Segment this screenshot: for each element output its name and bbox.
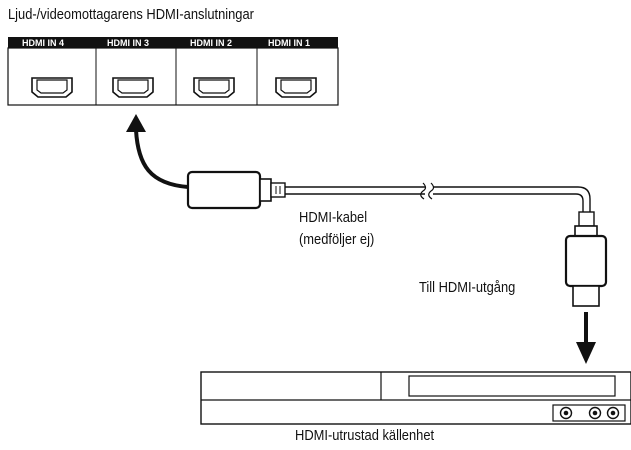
cable-plug-left	[186, 170, 286, 210]
cable-label: HDMI-kabel (medföljer ej)	[299, 207, 374, 251]
source-device	[200, 371, 631, 425]
receiver-header-strip	[8, 37, 338, 48]
cable-label-line2: (medföljer ej)	[299, 231, 375, 248]
port-label-in4: HDMI IN 4	[22, 38, 64, 48]
cable-plug-right	[564, 211, 608, 307]
hdmi-port-in3[interactable]	[112, 77, 154, 98]
hdmi-port-in1[interactable]	[275, 77, 317, 98]
cable-label-line1: HDMI-kabel	[299, 209, 368, 226]
hdmi-cable	[285, 182, 591, 212]
port-label-in3: HDMI IN 3	[107, 38, 149, 48]
receiver-title: Ljud-/videomottagarens HDMI-anslutningar	[8, 6, 254, 23]
port-label-in1: HDMI IN 1	[268, 38, 310, 48]
output-label: Till HDMI-utgång	[419, 279, 516, 296]
hdmi-port-in4[interactable]	[31, 77, 73, 98]
receiver-panel	[7, 37, 339, 106]
connection-arrow-down	[576, 312, 596, 364]
source-device-label: HDMI-utrustad källenhet	[295, 427, 435, 444]
port-label-in2: HDMI IN 2	[190, 38, 232, 48]
hdmi-port-in2[interactable]	[193, 77, 235, 98]
connection-arrow-up	[126, 114, 189, 189]
